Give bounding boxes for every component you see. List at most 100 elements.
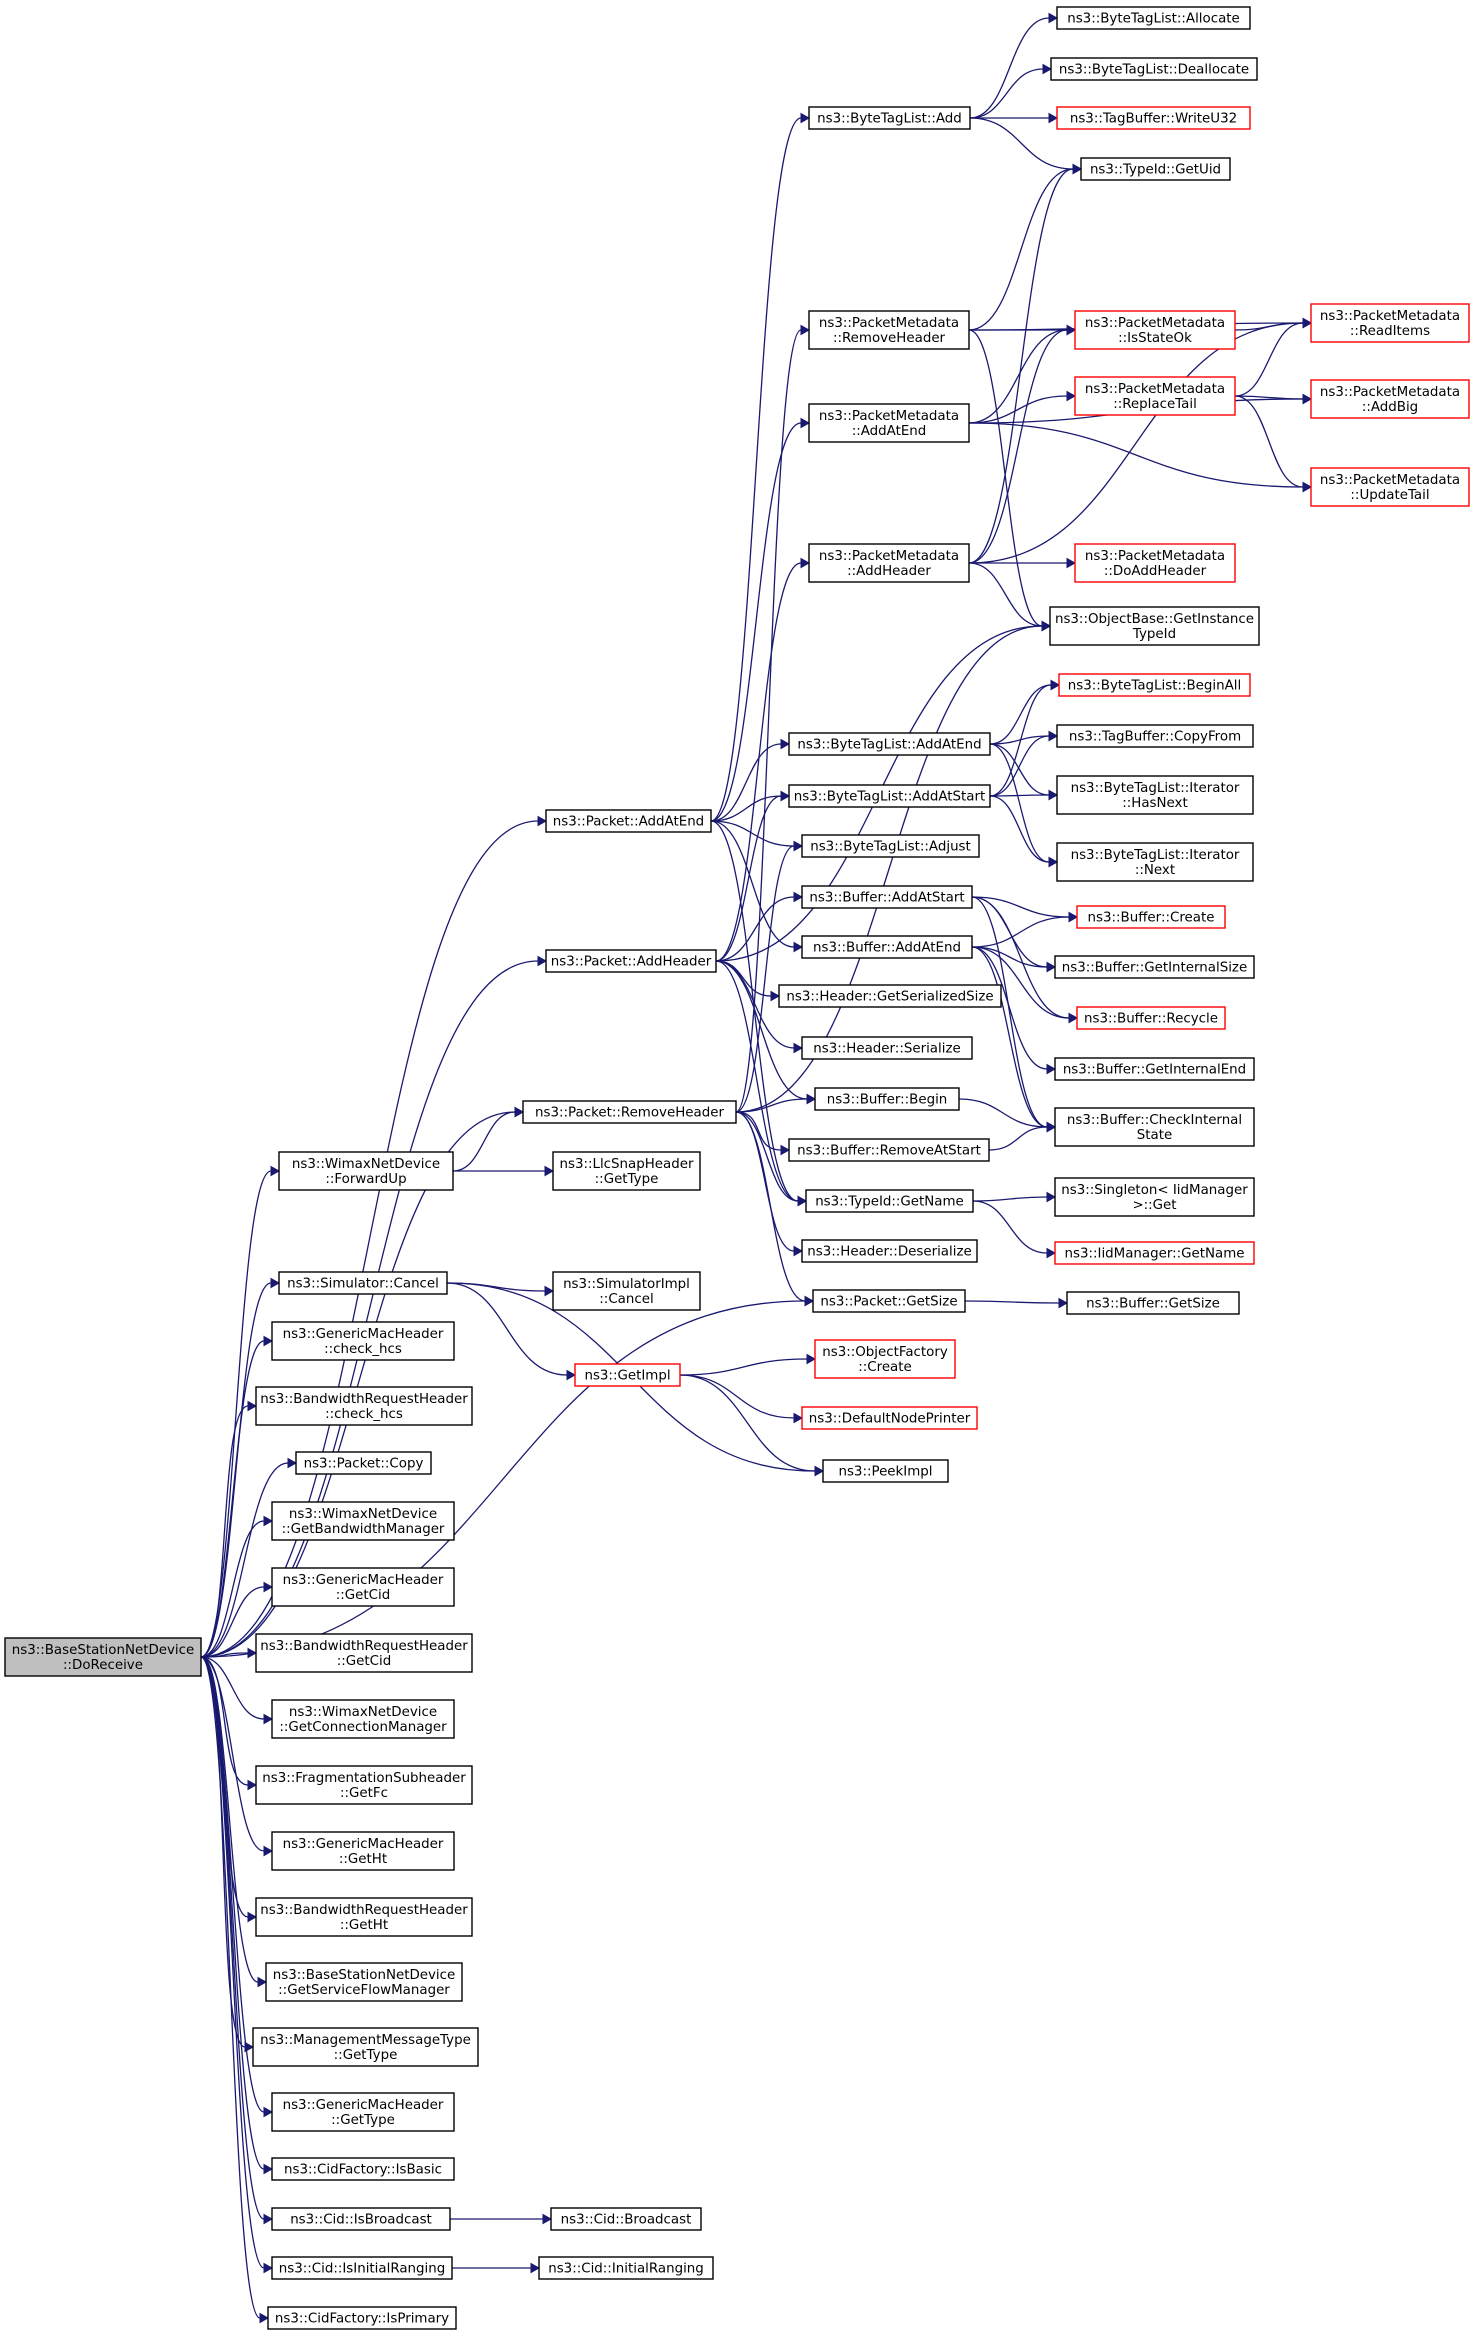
node-cid-initranging[interactable]: ns3::Cid::InitialRanging bbox=[538, 2256, 714, 2280]
node-btl-deallocate[interactable]: ns3::ByteTagList::Deallocate bbox=[1050, 57, 1258, 81]
node-gmh-getht[interactable]: ns3::GenericMacHeader::GetHt bbox=[271, 1831, 455, 1871]
node-btl-iter-hasnext[interactable]: ns3::ByteTagList::Iterator::HasNext bbox=[1056, 775, 1254, 815]
node-box-btl-addatstart bbox=[788, 784, 991, 808]
node-buf-getinternalend[interactable]: ns3::Buffer::GetInternalEnd bbox=[1054, 1057, 1255, 1081]
node-typeid-getname[interactable]: ns3::TypeId::GetName bbox=[805, 1189, 974, 1213]
node-gmh-check-hcs[interactable]: ns3::GenericMacHeader::check_hcs bbox=[271, 1321, 455, 1361]
node-buf-addatstart[interactable]: ns3::Buffer::AddAtStart bbox=[801, 885, 973, 909]
node-label-pkt-removeheader-0: ns3::Packet::RemoveHeader bbox=[535, 1106, 724, 1121]
arrowhead-cid-initranging bbox=[530, 2262, 541, 2274]
node-pm-isstateok[interactable]: ns3::PacketMetadata::IsStateOk bbox=[1074, 310, 1236, 350]
node-pkt-getsize[interactable]: ns3::Packet::GetSize bbox=[812, 1289, 966, 1313]
node-defaultnodeprinter[interactable]: ns3::DefaultNodePrinter bbox=[801, 1406, 978, 1430]
node-pkt-removeheader[interactable]: ns3::Packet::RemoveHeader bbox=[522, 1100, 737, 1124]
edge-pkt-addatend-to-btl-adjust bbox=[710, 820, 795, 847]
edge-pkt-removeheader-to-typeid-getname bbox=[735, 1111, 799, 1202]
node-iidmgr-getname[interactable]: ns3::IidManager::GetName bbox=[1054, 1241, 1255, 1265]
edge-pkt-addheader-to-btl-addatstart bbox=[715, 795, 782, 962]
node-wmx-getbwmgr[interactable]: ns3::WimaxNetDevice::GetBandwidthManager bbox=[271, 1501, 455, 1541]
node-pkt-addheader[interactable]: ns3::Packet::AddHeader bbox=[545, 949, 717, 973]
node-gmh-gettype[interactable]: ns3::GenericMacHeader::GetType bbox=[271, 2092, 455, 2132]
node-getimpl[interactable]: ns3::GetImpl bbox=[574, 1363, 681, 1387]
node-box-gmh-check-hcs bbox=[271, 1321, 455, 1361]
node-tagbuf-writeu32[interactable]: ns3::TagBuffer::WriteU32 bbox=[1056, 106, 1251, 130]
node-label-gmh-check-hcs-1: ::check_hcs bbox=[324, 1342, 402, 1357]
node-btl-addatstart[interactable]: ns3::ByteTagList::AddAtStart bbox=[788, 784, 991, 808]
node-typeid-getuid[interactable]: ns3::TypeId::GetUid bbox=[1080, 157, 1231, 181]
node-root[interactable]: ns3::BaseStationNetDevice::DoReceive bbox=[4, 1637, 202, 1677]
node-pm-doaddheader[interactable]: ns3::PacketMetadata::DoAddHeader bbox=[1074, 543, 1236, 583]
arrowhead-pkt-getsize bbox=[804, 1295, 815, 1307]
edge-pm-addatend-to-pm-isstateok bbox=[968, 329, 1068, 424]
node-cid-isbroadcast[interactable]: ns3::Cid::IsBroadcast bbox=[271, 2207, 451, 2231]
node-pm-addatend[interactable]: ns3::PacketMetadata::AddAtEnd bbox=[808, 403, 970, 443]
node-brh-getcid[interactable]: ns3::BandwidthRequestHeader::GetCid bbox=[255, 1633, 473, 1673]
node-cid-isinitranging[interactable]: ns3::Cid::IsInitialRanging bbox=[271, 2256, 453, 2280]
node-buf-recycle[interactable]: ns3::Buffer::Recycle bbox=[1076, 1006, 1226, 1030]
node-btl-adjust[interactable]: ns3::ByteTagList::Adjust bbox=[801, 834, 980, 858]
node-wmx-getconnmgr[interactable]: ns3::WimaxNetDevice::GetConnectionManage… bbox=[271, 1699, 455, 1739]
node-llc-gettype[interactable]: ns3::LlcSnapHeader::GetType bbox=[552, 1151, 701, 1191]
node-label-getimpl-0: ns3::GetImpl bbox=[584, 1369, 670, 1384]
node-label-brh-getcid-0: ns3::BandwidthRequestHeader bbox=[260, 1639, 468, 1654]
edge-btl-addatend-to-btl-iter-hasnext bbox=[989, 743, 1050, 796]
node-pm-replacetail[interactable]: ns3::PacketMetadata::ReplaceTail bbox=[1074, 376, 1236, 416]
node-sim-cancel[interactable]: ns3::Simulator::Cancel bbox=[278, 1271, 448, 1295]
node-label-pm-replacetail-1: ::ReplaceTail bbox=[1113, 397, 1197, 412]
node-hdr-serialize[interactable]: ns3::Header::Serialize bbox=[801, 1036, 973, 1060]
node-box-buf-checkinternalstate bbox=[1054, 1107, 1255, 1147]
node-btl-allocate[interactable]: ns3::ByteTagList::Allocate bbox=[1056, 6, 1251, 30]
node-peekimpl[interactable]: ns3::PeekImpl bbox=[822, 1459, 949, 1483]
node-buf-removeatstart[interactable]: ns3::Buffer::RemoveAtStart bbox=[788, 1138, 990, 1162]
node-tagbuf-copyfrom[interactable]: ns3::TagBuffer::CopyFrom bbox=[1056, 724, 1254, 748]
node-objfactory-create[interactable]: ns3::ObjectFactory::Create bbox=[814, 1339, 956, 1379]
node-brh-getht[interactable]: ns3::BandwidthRequestHeader::GetHt bbox=[255, 1897, 473, 1937]
node-wmx-forwardup[interactable]: ns3::WimaxNetDevice::ForwardUp bbox=[278, 1151, 454, 1191]
node-cidf-isprimary[interactable]: ns3::CidFactory::IsPrimary bbox=[267, 2306, 457, 2330]
arrowhead-wmx-getconnmgr bbox=[263, 1713, 274, 1725]
node-pm-readitems[interactable]: ns3::PacketMetadata::ReadItems bbox=[1310, 303, 1470, 343]
node-simimpl-cancel[interactable]: ns3::SimulatorImpl::Cancel bbox=[552, 1271, 701, 1311]
node-singleton-get[interactable]: ns3::Singleton< IidManager>::Get bbox=[1054, 1177, 1255, 1217]
node-pkt-copy[interactable]: ns3::Packet::Copy bbox=[295, 1451, 432, 1475]
node-box-wmx-getconnmgr bbox=[271, 1699, 455, 1739]
node-btl-add[interactable]: ns3::ByteTagList::Add bbox=[808, 106, 971, 130]
edge-pkt-addheader-to-typeid-getname bbox=[715, 960, 799, 1202]
node-label-hdr-getserializedsize-0: ns3::Header::GetSerializedSize bbox=[786, 990, 993, 1005]
node-btl-iter-next[interactable]: ns3::ByteTagList::Iterator::Next bbox=[1056, 842, 1254, 882]
node-buf-begin[interactable]: ns3::Buffer::Begin bbox=[814, 1087, 960, 1111]
node-pm-removeheader[interactable]: ns3::PacketMetadata::RemoveHeader bbox=[808, 310, 970, 350]
node-label-singleton-get-1: >::Get bbox=[1132, 1198, 1176, 1213]
node-bs-getsfmgr[interactable]: ns3::BaseStationNetDevice::GetServiceFlo… bbox=[265, 1962, 463, 2002]
node-pkt-addatend[interactable]: ns3::Packet::AddAtEnd bbox=[545, 809, 712, 833]
node-btl-beginall[interactable]: ns3::ByteTagList::BeginAll bbox=[1058, 673, 1251, 697]
node-cidf-isbasic[interactable]: ns3::CidFactory::IsBasic bbox=[271, 2157, 455, 2181]
node-buf-getinternalsize[interactable]: ns3::Buffer::GetInternalSize bbox=[1054, 955, 1255, 979]
node-label-bs-getsfmgr-0: ns3::BaseStationNetDevice bbox=[273, 1968, 456, 1983]
arrowhead-typeid-getuid bbox=[1072, 163, 1083, 175]
node-pm-updatetail[interactable]: ns3::PacketMetadata::UpdateTail bbox=[1310, 467, 1470, 507]
node-buf-create[interactable]: ns3::Buffer::Create bbox=[1076, 905, 1226, 929]
node-buf-getsize[interactable]: ns3::Buffer::GetSize bbox=[1066, 1291, 1240, 1315]
arrowhead-brh-getcid bbox=[247, 1647, 258, 1659]
node-mmt-gettype[interactable]: ns3::ManagementMessageType::GetType bbox=[252, 2027, 479, 2067]
node-box-buf-getsize bbox=[1066, 1291, 1240, 1315]
node-frag-getfc[interactable]: ns3::FragmentationSubheader::GetFc bbox=[255, 1765, 473, 1805]
node-label-pm-readitems-0: ns3::PacketMetadata bbox=[1320, 309, 1460, 324]
node-brh-check-hcs[interactable]: ns3::BandwidthRequestHeader::check_hcs bbox=[255, 1386, 473, 1426]
node-box-simimpl-cancel bbox=[552, 1271, 701, 1311]
edge-root-to-brh-check-hcs bbox=[200, 1405, 249, 1658]
node-label-pm-updatetail-0: ns3::PacketMetadata bbox=[1320, 473, 1460, 488]
node-hdr-deserialize[interactable]: ns3::Header::Deserialize bbox=[801, 1239, 978, 1263]
node-pm-addbig[interactable]: ns3::PacketMetadata::AddBig bbox=[1310, 379, 1470, 419]
node-hdr-getserializedsize[interactable]: ns3::Header::GetSerializedSize bbox=[778, 984, 1002, 1008]
node-buf-addatend[interactable]: ns3::Buffer::AddAtEnd bbox=[801, 935, 973, 959]
node-btl-addatend[interactable]: ns3::ByteTagList::AddAtEnd bbox=[788, 732, 991, 756]
node-label-typeid-getuid-0: ns3::TypeId::GetUid bbox=[1090, 163, 1221, 178]
arrowhead-sim-cancel bbox=[270, 1277, 281, 1289]
node-cid-broadcast[interactable]: ns3::Cid::Broadcast bbox=[550, 2207, 702, 2231]
node-gmh-getcid[interactable]: ns3::GenericMacHeader::GetCid bbox=[271, 1567, 455, 1607]
node-pm-addheader[interactable]: ns3::PacketMetadata::AddHeader bbox=[808, 543, 970, 583]
